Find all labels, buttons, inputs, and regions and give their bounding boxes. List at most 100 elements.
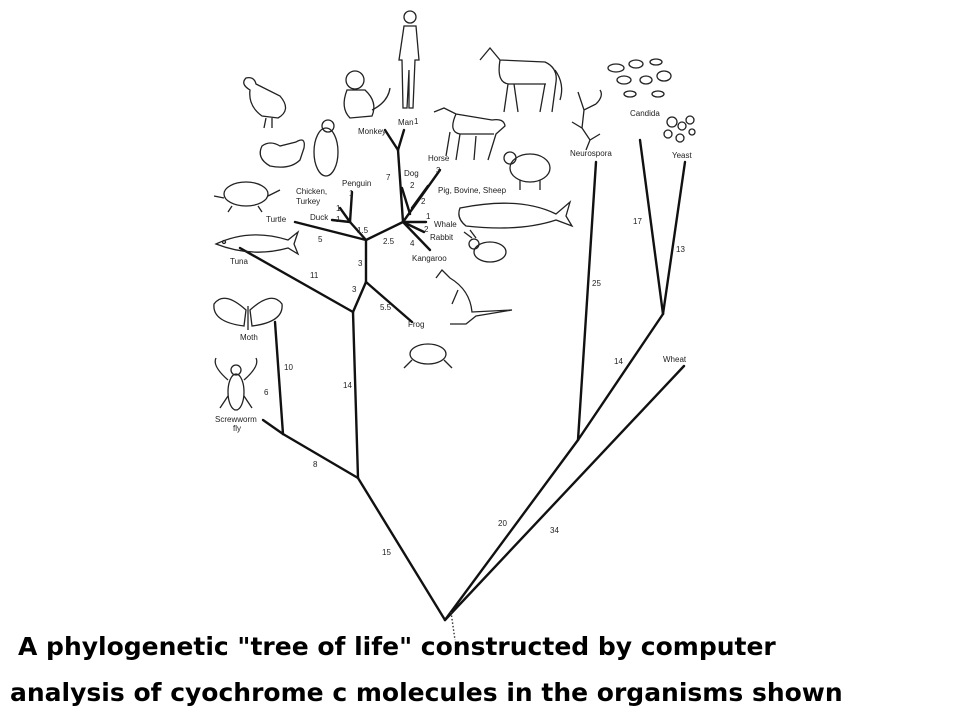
num-insect: 8: [313, 460, 318, 469]
branch-fly: [261, 418, 285, 436]
horse-illustration: [479, 46, 563, 113]
label-turtle: Turtle: [266, 215, 287, 224]
branch-kangaroo: [401, 220, 432, 252]
kangaroo-illustration: [435, 269, 513, 325]
num-amniote: 3: [358, 259, 363, 268]
caption-line-2: analysis of cyochrome c molecules in the…: [10, 678, 843, 707]
label-man: Man: [398, 118, 414, 127]
branch-mammals: [364, 220, 405, 242]
whale-illustration: [458, 200, 574, 229]
branch-turtle: [293, 220, 368, 242]
dog-illustration: [433, 107, 506, 161]
caption-line-1: A phylogenetic "tree of life" constructe…: [18, 632, 776, 661]
label-frog: Frog: [408, 320, 424, 329]
rabbit-illustration: [463, 229, 507, 263]
label-moth: Moth: [240, 333, 258, 342]
label-kangaroo: Kangaroo: [412, 254, 447, 263]
num-neurospora: 25: [592, 279, 601, 288]
num-yeast: 13: [676, 245, 685, 254]
candida-illustration: [607, 58, 672, 98]
num-tuna: 11: [310, 271, 319, 280]
branch-primates: [396, 148, 405, 224]
num-bird: 1.5: [357, 226, 369, 235]
tuna-illustration: [214, 230, 300, 256]
label-pig: Pig, Bovine, Sheep: [438, 186, 507, 195]
branch-dog: [400, 186, 412, 216]
label-tuna: Tuna: [230, 257, 248, 266]
label-horse: Horse: [428, 154, 450, 163]
num-horse: 3: [436, 166, 441, 175]
label-neurospora: Neurospora: [570, 149, 612, 158]
num-duck: 1: [336, 215, 341, 224]
branch-tuna: [238, 246, 355, 314]
branch-moth: [273, 320, 285, 436]
frog-illustration: [403, 343, 453, 369]
yeast-illustration: [663, 115, 696, 143]
branch-tetrapods: [351, 280, 368, 314]
branch-fungi-yeast: [576, 312, 665, 442]
branch-man: [396, 128, 406, 152]
label-turkey: Turkey: [296, 197, 320, 206]
screwworm-fly-illustration: [214, 357, 258, 411]
num-whale: 1: [426, 212, 431, 221]
num-fungi: 20: [498, 519, 507, 528]
label-penguin: Penguin: [342, 179, 371, 188]
duck-illustration: [259, 139, 305, 168]
branch-chicken: [338, 206, 352, 224]
label-wheat: Wheat: [663, 355, 687, 364]
sheep-illustration: [503, 151, 551, 190]
num-frog: 5.5: [380, 303, 392, 312]
num-animal: 15: [382, 548, 391, 557]
neurospora-illustration: [571, 89, 602, 151]
label-candida: Candida: [630, 109, 660, 118]
penguin-illustration: [313, 119, 339, 177]
branch-frog: [364, 280, 414, 324]
branch-monkey: [383, 128, 400, 152]
branch-birds: [348, 220, 368, 242]
label-fly: fly: [233, 424, 241, 433]
branch-animals: [356, 476, 447, 622]
man-illustration: [398, 10, 420, 109]
moth-illustration: [213, 297, 283, 330]
branch-neurospora: [576, 160, 598, 442]
num-tetrapod: 3: [352, 285, 357, 294]
num-chicken: 1: [336, 204, 341, 213]
branch-candida: [638, 138, 665, 316]
num-dog: 2: [410, 181, 415, 190]
label-chicken: Chicken,: [296, 187, 327, 196]
num-moth: 10: [284, 363, 293, 372]
num-candida: 17: [633, 217, 642, 226]
num-fly: 6: [264, 388, 269, 397]
chicken-illustration: [243, 76, 287, 129]
num-turtle: 5: [318, 235, 323, 244]
branch-wheat: [443, 364, 686, 622]
num-mammal: 2.5: [383, 237, 395, 246]
branch-fungi: [443, 438, 580, 622]
num-vertebrate: 14: [343, 381, 352, 390]
label-monkey: Monkey: [358, 127, 386, 136]
num-pig: 2: [421, 197, 426, 206]
branch-yeast: [661, 160, 687, 316]
branch-penguin: [348, 190, 354, 224]
turtle-illustration: [213, 181, 281, 213]
num-wheat: 34: [550, 526, 559, 535]
root-dotted-line: [450, 611, 456, 641]
label-yeast: Yeast: [672, 151, 693, 160]
label-rabbit: Rabbit: [430, 233, 454, 242]
label-dog: Dog: [404, 169, 419, 178]
branch-rabbit: [401, 220, 426, 234]
monkey-illustration: [343, 70, 391, 119]
num-man: 1: [414, 117, 419, 126]
num-penguin: 1: [349, 189, 354, 198]
label-whale: Whale: [434, 220, 457, 229]
num-whale2: 2: [424, 225, 429, 234]
label-duck: Duck: [310, 213, 329, 222]
num-rabbit: 4: [410, 239, 415, 248]
label-screwworm: Screwworm: [215, 415, 257, 424]
num-fungi-yeast: 14: [614, 357, 623, 366]
branch-vertebrates: [351, 310, 360, 480]
num-monkey: 7: [386, 173, 391, 182]
branch-insects: [281, 432, 360, 480]
branch-duck: [330, 218, 352, 224]
